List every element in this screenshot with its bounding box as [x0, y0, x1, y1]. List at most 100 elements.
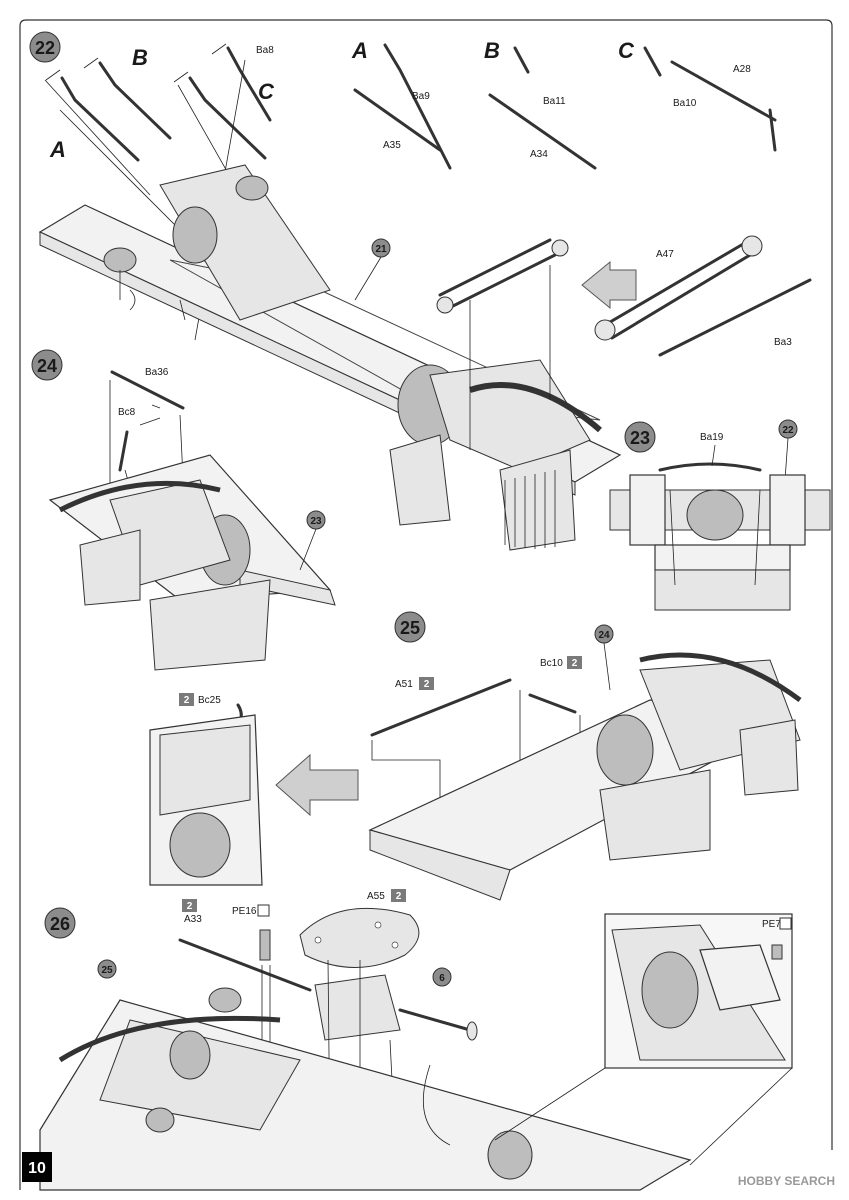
differential-housing: [172, 206, 218, 264]
part-label-ba36: Ba36: [145, 367, 169, 378]
part-label-ba11: Ba11: [543, 96, 566, 107]
part-label-pe16: PE16: [232, 906, 257, 917]
a47-assembly: A47 Ba3: [581, 235, 812, 357]
watermark: HOBBY SEARCH: [738, 1174, 835, 1188]
transfer-case: [314, 974, 401, 1041]
shock-rod-c2: [226, 46, 272, 122]
flange: [466, 1021, 478, 1041]
part-ba19-rod: [658, 462, 762, 472]
part-ba36-rod: [110, 370, 185, 410]
spindle-right: [741, 235, 763, 257]
ref-leader: [299, 528, 317, 571]
pe7-inset: PE7: [494, 913, 793, 1166]
flywheel: [596, 714, 654, 786]
part-label-bc10: Bc10: [540, 658, 563, 669]
radiator-fins: [504, 470, 556, 549]
part-a55-cover: [299, 907, 420, 968]
shock-rod-b: [98, 61, 172, 140]
spindle-left: [594, 319, 616, 341]
photo-etch-icon: [257, 904, 270, 917]
part-label-a34: A34: [530, 149, 548, 160]
direction-arrow: [581, 260, 637, 310]
cover-hole: [314, 936, 322, 944]
step-circle: [44, 907, 76, 939]
spring-right: [769, 474, 806, 546]
cable-line: [423, 1064, 451, 1146]
inset-plate: [159, 724, 251, 816]
part-a28-rod: [643, 46, 777, 122]
ref-step-21: 21: [375, 244, 387, 255]
radiator: [79, 529, 141, 606]
qty-badge: [179, 693, 194, 706]
qty-value: 2: [572, 658, 578, 669]
part-label-ba9: Ba9: [412, 91, 430, 102]
qty-value: 2: [187, 901, 193, 912]
part-pe7-plate: [771, 944, 783, 960]
cover-hole: [374, 921, 382, 929]
hub-left: [103, 247, 137, 273]
radiator: [739, 719, 799, 796]
step-circle: [29, 31, 61, 63]
step-number: 25: [400, 618, 420, 638]
inset-flywheel: [641, 951, 699, 1029]
step-24: 24 Ba36 Bc8 23: [31, 349, 336, 671]
leaf-spring: [58, 1015, 281, 1063]
assembly-lines: [44, 59, 301, 341]
variant-label-b: B: [132, 45, 148, 70]
hub-right: [235, 175, 269, 201]
ref-circle: [432, 967, 452, 987]
ref-step-24: 24: [598, 630, 610, 641]
part-a34-rod: [488, 46, 597, 170]
part-pe16-plate: [259, 929, 271, 961]
qty-value: 2: [424, 679, 430, 690]
differential: [169, 1030, 211, 1080]
part-bc8-arm: [118, 430, 129, 472]
radiator: [499, 449, 576, 551]
page-number: 10: [28, 1160, 46, 1177]
variant-label-a: A: [351, 38, 368, 63]
hub: [145, 1107, 175, 1133]
king-pin-left: [436, 296, 454, 314]
spring-mounts: [119, 270, 186, 321]
qty-badge: [182, 899, 197, 912]
part-label-pe7: PE7: [762, 919, 781, 930]
ref-leader: [603, 642, 611, 691]
leaf-spring: [639, 652, 802, 703]
step-circle: [31, 349, 63, 381]
part-label-ba8: Ba8: [256, 45, 274, 56]
ref-leader: [354, 256, 382, 301]
cross-beam: [654, 544, 791, 571]
qty-badge: [567, 656, 582, 669]
part-label-a51: A51: [395, 679, 413, 690]
rear-frame-end: [369, 829, 511, 901]
arrow-marks: [45, 43, 227, 83]
shock-rod-c1: [188, 76, 267, 160]
qty-value: 2: [184, 695, 190, 706]
bc25-inset: 2 Bc25: [149, 693, 359, 886]
step-number: 26: [50, 914, 70, 934]
bellhousing-plate: [389, 434, 451, 526]
leaf-spring: [58, 480, 221, 513]
step-23: 23 22 Ba19: [609, 419, 831, 611]
fit-arrows: [139, 404, 161, 426]
part-label-a28: A28: [733, 64, 751, 75]
part-label-a35: A35: [383, 140, 401, 151]
rear-axle-assembly: [159, 164, 331, 321]
inset-block: [699, 944, 781, 1011]
variant-label-a: A: [49, 137, 66, 162]
inset-flywheel: [169, 812, 231, 878]
propshaft-6: [398, 1008, 472, 1032]
step-26: 26 2 A33 PE16 A55 2 25 6: [39, 889, 692, 1191]
variant-label-c: C: [618, 38, 635, 63]
front-leaf-spring: [469, 382, 602, 433]
part-label-a55: A55: [367, 891, 385, 902]
direction-arrow: [275, 753, 359, 817]
part-a33-shaft: [178, 938, 312, 992]
page-number-box: [22, 1152, 52, 1182]
cover-hole: [391, 941, 399, 949]
step-number: 23: [630, 428, 650, 448]
part-ba3-rod: [658, 278, 812, 357]
part-label-ba10: Ba10: [673, 98, 697, 109]
king-pin-right: [551, 239, 569, 257]
part-label-a47: A47: [656, 249, 674, 260]
